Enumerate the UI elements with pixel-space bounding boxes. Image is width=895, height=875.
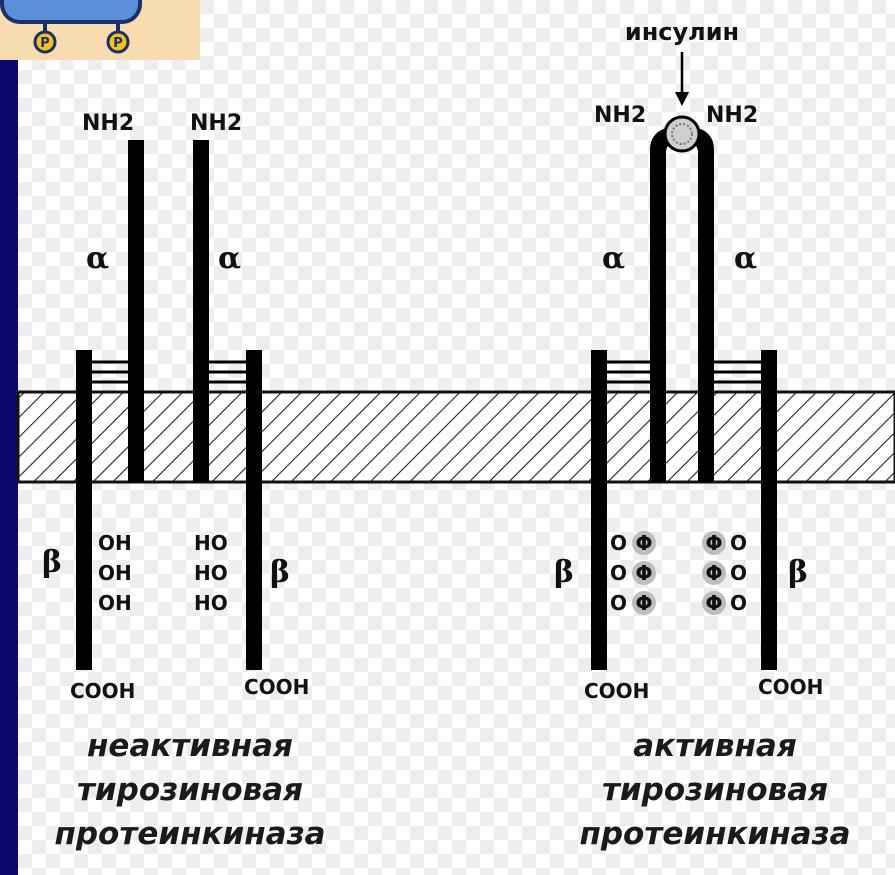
nh2-label: NH2	[82, 111, 134, 136]
alpha-label: α	[86, 241, 109, 276]
nh2-label: NH2	[190, 111, 242, 136]
active-caption: активная тирозиновая протеинкиназа	[579, 728, 851, 852]
disulfide-bonds-left	[607, 360, 650, 384]
svg-text:P: P	[113, 36, 123, 51]
alpha-label: α	[734, 241, 757, 276]
hydroxyl-group: HO	[194, 591, 228, 615]
phospho-group: Φ O	[702, 531, 747, 555]
beta-chain-left	[591, 350, 607, 670]
thumbnail-fragment: P P	[0, 0, 200, 60]
phospho-group: O Φ	[610, 531, 656, 555]
cooh-label: COOH	[758, 675, 823, 699]
arrow-head-icon	[675, 92, 689, 106]
svg-text:Φ: Φ	[705, 531, 722, 555]
beta-label: β	[788, 555, 808, 590]
disulfide-bonds-right	[714, 360, 761, 384]
alpha-chain-right	[193, 140, 209, 482]
svg-text:Φ: Φ	[705, 561, 722, 585]
active-receptor: инсулин NH2 NH2 α α β β	[554, 18, 823, 703]
svg-text:Φ: Φ	[635, 591, 652, 615]
svg-text:O: O	[610, 531, 627, 555]
beta-chain-right	[246, 350, 262, 670]
phospho-group: Φ O	[702, 561, 747, 585]
svg-text:O: O	[610, 561, 627, 585]
svg-text:O: O	[610, 591, 627, 615]
beta-chain-left	[76, 350, 92, 670]
cooh-label: COOH	[244, 675, 309, 699]
nh2-label: NH2	[706, 103, 758, 128]
svg-text:P: P	[40, 36, 50, 51]
cooh-label: COOH	[584, 679, 649, 703]
alpha-dimer	[650, 126, 714, 482]
beta-label: β	[270, 555, 290, 590]
hydroxyl-group: OH	[98, 561, 132, 585]
cell-membrane	[16, 390, 895, 484]
svg-text:Φ: Φ	[705, 591, 722, 615]
insulin-molecule-icon	[663, 115, 701, 153]
hydroxyl-group: OH	[98, 591, 132, 615]
disulfide-bonds-right	[209, 360, 246, 384]
phosphate-circle-icon	[632, 591, 656, 615]
alpha-label: α	[602, 241, 625, 276]
disulfide-bonds-left	[92, 360, 128, 384]
svg-text:O: O	[730, 531, 747, 555]
alpha-label: α	[218, 241, 241, 276]
phospho-group: O Φ	[610, 591, 656, 615]
beta-chain-right	[761, 350, 777, 670]
svg-text:O: O	[730, 591, 747, 615]
phospho-group: Φ O	[702, 591, 747, 615]
svg-text:Φ: Φ	[635, 561, 652, 585]
phospho-protein-thumbnail-icon: P P	[0, 0, 142, 54]
insulin-label: инсулин	[625, 18, 739, 46]
alpha-chain-left	[128, 140, 144, 482]
inactive-receptor: NH2 NH2 α α β β OH OH OH HO HO HO COOH C…	[42, 111, 309, 703]
phosphate-circle-icon	[702, 561, 726, 585]
hydroxyl-group: HO	[194, 561, 228, 585]
beta-label: β	[42, 545, 62, 580]
phospho-group: O Φ	[610, 561, 656, 585]
phosphate-circle-icon	[632, 561, 656, 585]
inactive-caption: неактивная тирозиновая протеинкиназа	[54, 728, 326, 852]
hydroxyl-group: HO	[194, 531, 228, 555]
svg-text:O: O	[730, 561, 747, 585]
phosphate-circle-icon	[702, 591, 726, 615]
nh2-label: NH2	[594, 103, 646, 128]
phosphate-circle-icon	[702, 531, 726, 555]
beta-label: β	[554, 555, 574, 590]
svg-text:Φ: Φ	[635, 531, 652, 555]
cooh-label: COOH	[70, 679, 135, 703]
phosphate-circle-icon	[632, 531, 656, 555]
hydroxyl-group: OH	[98, 531, 132, 555]
